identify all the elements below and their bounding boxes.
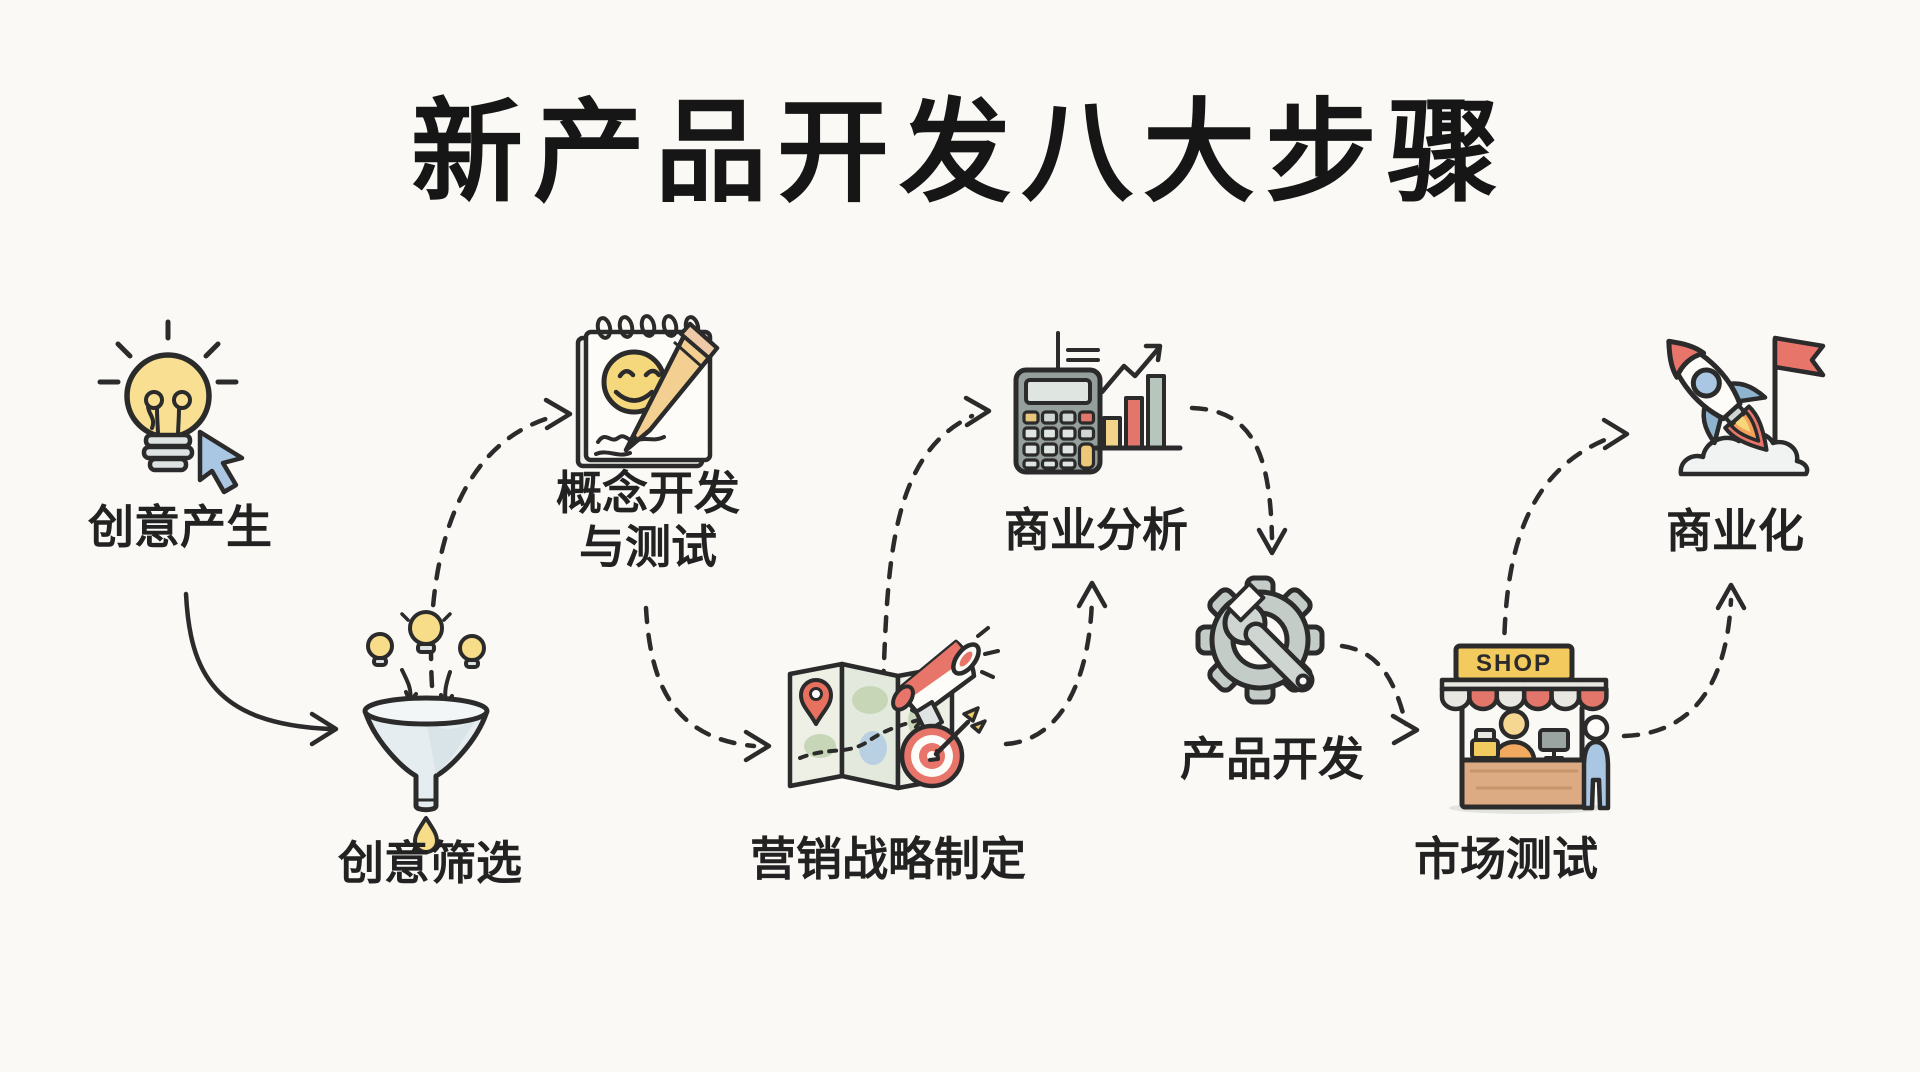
rocket-icon: [1666, 338, 1769, 452]
funnel-ideas-icon: [362, 610, 490, 854]
calculator-icon: [1013, 367, 1103, 475]
gear-wrench-icon: [1195, 575, 1325, 705]
step-7-label: 市场测试: [1414, 833, 1598, 885]
arrow-test-to-commercialization: [1501, 417, 1630, 663]
pencil-icon: [623, 321, 720, 453]
cash-register-icon: [1470, 728, 1500, 760]
step-2-label: 创意筛选: [338, 837, 522, 889]
lightbulb-cursor-icon: [97, 319, 245, 495]
cursor-icon: [197, 429, 245, 495]
arrow-idea-to-screening: [183, 591, 339, 747]
market-stall-icon: SHOP: [1439, 643, 1611, 814]
step-6-label: 产品开发: [1180, 733, 1364, 785]
flag-icon: [1772, 335, 1826, 451]
arrow-analysis-to-development: [1189, 405, 1288, 556]
arrow-strategy-to-analysis: [879, 395, 992, 715]
step-4-label: 营销战略制定: [750, 833, 1026, 885]
step-3-label: 概念开发 与测试: [556, 467, 740, 574]
step-5-label: 商业分析: [1004, 504, 1188, 556]
page-title: 新产品开发八大步骤: [411, 90, 1509, 215]
megaphone-icon: [891, 626, 1000, 734]
monitor-icon: [1538, 728, 1570, 760]
step-1-label: 创意产生: [88, 501, 272, 553]
target-icon: [899, 706, 987, 789]
awning-icon: [1439, 677, 1609, 712]
bar-chart-icon: [1093, 343, 1183, 451]
arrow-concept-to-strategy: [643, 605, 772, 763]
calculator-chart-icon: [1013, 331, 1183, 475]
shop-sign: SHOP: [1453, 643, 1575, 683]
arrow-development-to-test: [1339, 643, 1420, 746]
counter-icon: [1459, 757, 1589, 810]
location-pin-icon: [799, 678, 833, 726]
shop-sign-text: SHOP: [1476, 650, 1552, 677]
wrench-icon: [1222, 581, 1315, 693]
step-8-label: 商业化: [1666, 505, 1804, 557]
arrow-target-to-analysis: [1003, 580, 1108, 747]
arrow-shop-to-commercialization-label: [1621, 582, 1747, 739]
map-megaphone-target-icon: [787, 626, 1000, 791]
droplet-icon: [413, 816, 439, 854]
notepad-smiley-pencil-icon: [575, 314, 720, 469]
rocket-flag-icon: [1666, 335, 1826, 477]
customer-icon: [1581, 714, 1611, 811]
